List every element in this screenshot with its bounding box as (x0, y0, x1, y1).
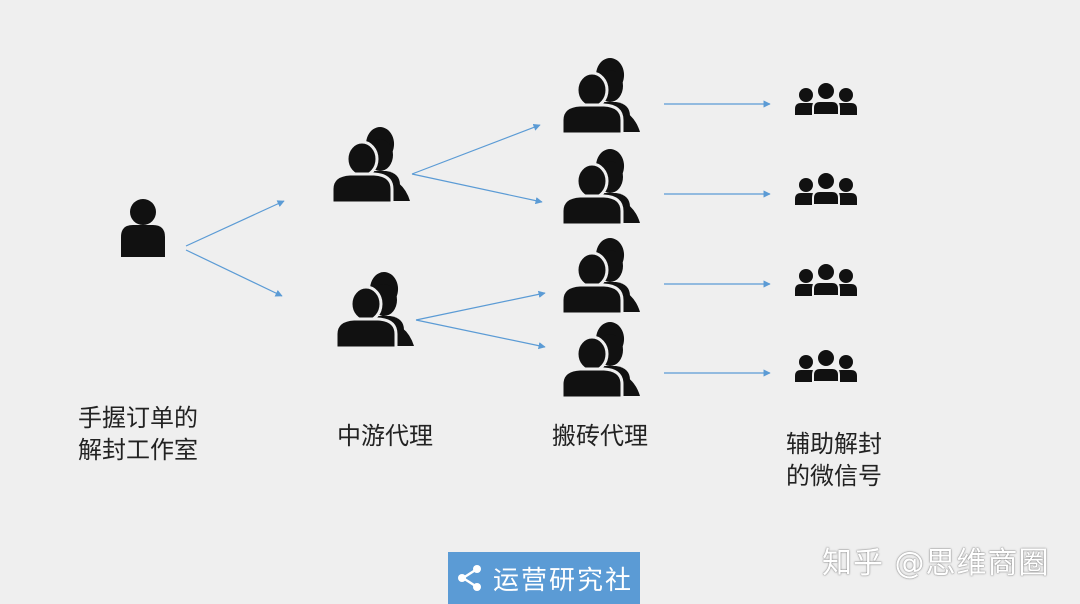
arrow-mid1-to-porter1 (411, 123, 541, 175)
arrow-mid2-to-porter3 (415, 290, 546, 321)
people-pair-icon (330, 125, 412, 205)
arrow-studio-to-mid-bottom (185, 249, 283, 297)
people-pair-icon (560, 236, 642, 316)
people-pair-icon (560, 320, 642, 400)
studio-label-line1: 手握订单的 (78, 404, 198, 432)
accounts-label: 辅助解封 的微信号 (786, 428, 882, 492)
midstream-label: 中游代理 (337, 422, 433, 450)
accounts-label-line2: 的微信号 (786, 462, 882, 490)
arrow-mid1-to-porter2 (411, 173, 543, 205)
arrow-studio-to-mid-top (185, 200, 285, 247)
accounts-label-line1: 辅助解封 (786, 430, 882, 458)
people-pair-icon (560, 56, 642, 136)
people-pair-icon (560, 147, 642, 227)
badge-text: 运营研究社 (492, 565, 633, 596)
person-icon (121, 199, 165, 257)
porter-label: 搬砖代理 (552, 422, 648, 450)
people-group-icon (794, 348, 858, 383)
studio-label: 手握订单的 解封工作室 (78, 402, 198, 466)
people-group-icon (794, 171, 858, 206)
people-group-icon (794, 81, 858, 116)
publisher-badge: 运营研究社 (448, 552, 640, 604)
arrow-mid2-to-porter4 (415, 319, 546, 350)
people-group-icon (794, 262, 858, 297)
people-pair-icon (334, 270, 416, 350)
share-icon (457, 565, 481, 591)
studio-label-line2: 解封工作室 (78, 436, 198, 464)
watermark: 知乎 @思维商圈 (822, 546, 1050, 581)
